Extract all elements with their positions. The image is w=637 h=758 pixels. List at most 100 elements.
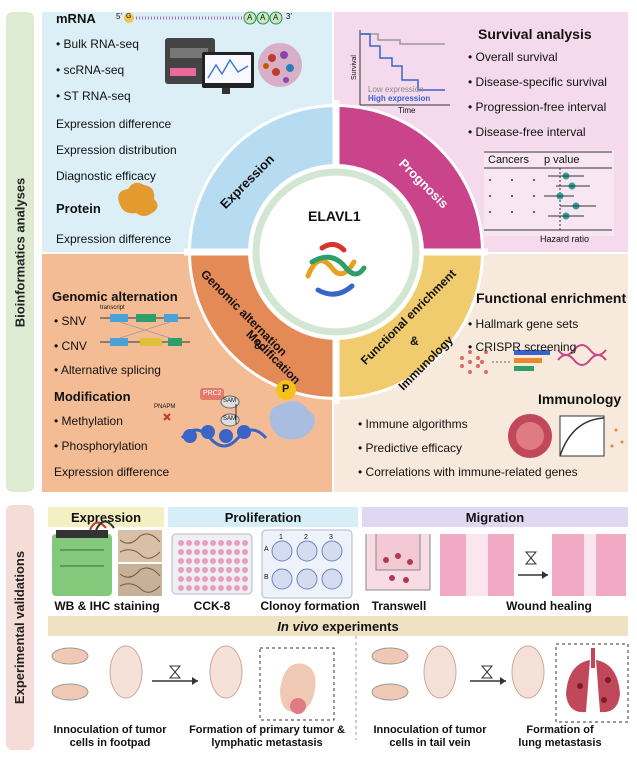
transwell-icon xyxy=(365,534,431,591)
modification-title: Modification xyxy=(54,389,131,404)
cck8-well xyxy=(234,585,240,591)
wheel-genomic-label-2: & xyxy=(254,338,263,352)
functional-title: Functional enrichment xyxy=(476,290,627,306)
cck8-well xyxy=(210,558,216,564)
sam-label-2: SAM xyxy=(223,416,237,422)
cck8-well xyxy=(226,549,232,555)
cck8-well xyxy=(186,549,192,555)
invivo-suffix: experiments xyxy=(318,618,399,634)
immune-item-predictive: • Predictive efficacy xyxy=(358,441,463,455)
cck8-well xyxy=(210,585,216,591)
cck8-well xyxy=(186,585,192,591)
pnapm-label: PNAPM xyxy=(154,404,176,410)
mod-item-methylation: • Methylation xyxy=(54,414,123,428)
cck8-well xyxy=(234,567,240,573)
cck8-well xyxy=(194,540,200,546)
prc2-label: PRC2 xyxy=(203,390,222,397)
step-tail-vein: Innoculation of tumor cells in tail vein xyxy=(373,724,487,749)
invivo-prefix: In vivo xyxy=(277,618,319,634)
cck8-well xyxy=(218,540,224,546)
cck8-well xyxy=(242,576,248,582)
cck8-well xyxy=(186,540,192,546)
header-proliferation: Proliferation xyxy=(168,507,358,527)
survival-item-dss: • Disease-specific survival xyxy=(468,75,607,89)
center-label: ELAVL1 xyxy=(308,208,361,224)
cck8-well xyxy=(194,558,200,564)
western-blot-icon xyxy=(52,520,115,596)
cck8-well xyxy=(202,558,208,564)
cck8-well xyxy=(234,576,240,582)
cck8-well xyxy=(178,585,184,591)
cck8-well xyxy=(226,576,232,582)
cck8-well xyxy=(218,585,224,591)
caption-wb-ihc: WB & IHC staining xyxy=(54,599,160,613)
expr-item-diagnostic: Diagnostic efficacy xyxy=(56,169,156,183)
caption-cck8: CCK-8 xyxy=(193,599,231,613)
survival-title: Survival analysis xyxy=(478,26,592,42)
strand-a1: A xyxy=(247,13,253,22)
cck8-well xyxy=(178,549,184,555)
genomic-bars-icon xyxy=(100,314,190,346)
cck8-well xyxy=(226,585,232,591)
strand-a2: A xyxy=(260,13,266,22)
step-footpad: Innoculation of tumor cells in footpad xyxy=(53,724,167,749)
side-label-bioinformatics: Bioinformatics analyses xyxy=(6,12,34,492)
cck8-well xyxy=(242,540,248,546)
functional-item-crispr: • CRISPR screening xyxy=(468,340,577,354)
genomic-item-cnv: • CNV xyxy=(54,339,87,353)
strand-three-label: 3' xyxy=(286,12,292,21)
sequencer-icon xyxy=(165,38,254,94)
step-primary-tumor: Formation of primary tumor & lymphatic m… xyxy=(189,724,345,749)
cck8-well xyxy=(242,558,248,564)
forest-pvalue-label: p value xyxy=(544,154,580,166)
wheel-functional-label-2: & xyxy=(410,334,419,348)
cck8-well xyxy=(210,549,216,555)
cck8-well xyxy=(210,540,216,546)
phospho-label: P xyxy=(282,383,290,395)
single-cell-icon xyxy=(258,43,302,87)
immunology-icon xyxy=(508,414,624,458)
colony-plate-icon xyxy=(261,529,353,599)
km-high-label: High expression xyxy=(368,94,431,103)
cck8-well xyxy=(218,567,224,573)
strand-five-label: 5' xyxy=(116,12,122,21)
plate-row-b: B xyxy=(264,574,269,581)
cck8-well xyxy=(242,567,248,573)
seq-item-bulk: • Bulk RNA-seq xyxy=(56,37,139,51)
enrichment-icon xyxy=(460,344,607,374)
cck8-well xyxy=(242,585,248,591)
forest-cancers-label: Cancers xyxy=(488,154,529,166)
plate-col-1: 1 xyxy=(279,534,283,541)
cck8-well xyxy=(242,549,248,555)
expr-item-difference: Expression difference xyxy=(56,117,172,131)
genomic-title: Genomic alternation xyxy=(52,289,178,304)
cck8-well xyxy=(210,567,216,573)
plate-col-3: 3 xyxy=(329,534,333,541)
step-lung-metastasis: Formation of lung metastasis xyxy=(518,724,602,749)
cck8-well xyxy=(226,567,232,573)
genomic-item-splicing: • Alternative splicing xyxy=(54,363,161,377)
forest-xlabel: Hazard ratio xyxy=(540,234,590,244)
cck8-well xyxy=(226,540,232,546)
cck8-well xyxy=(186,567,192,573)
protein-icon xyxy=(118,182,158,216)
immune-item-correlations: • Correlations with immune-related genes xyxy=(358,465,578,479)
strand-cap-label: G xyxy=(126,13,132,20)
cck8-well xyxy=(178,567,184,573)
cck8-well xyxy=(210,576,216,582)
cck8-well xyxy=(178,558,184,564)
km-xlabel: Time xyxy=(398,106,416,115)
header-migration: Migration xyxy=(362,507,628,527)
transcript-label: transcript xyxy=(100,305,125,311)
immunology-title: Immunology xyxy=(538,391,622,407)
seq-item-sc: • scRNA-seq xyxy=(56,63,125,77)
cck8-well xyxy=(194,585,200,591)
survival-item-dfi: • Disease-free interval xyxy=(468,125,586,139)
mrna-strand-icon xyxy=(124,11,283,25)
wound-healing-icon xyxy=(440,534,626,596)
cck8-well xyxy=(234,540,240,546)
side-label-experimental: Experimental validations xyxy=(6,505,34,750)
cck8-well xyxy=(178,540,184,546)
sam-label-1: SAM xyxy=(223,398,237,404)
